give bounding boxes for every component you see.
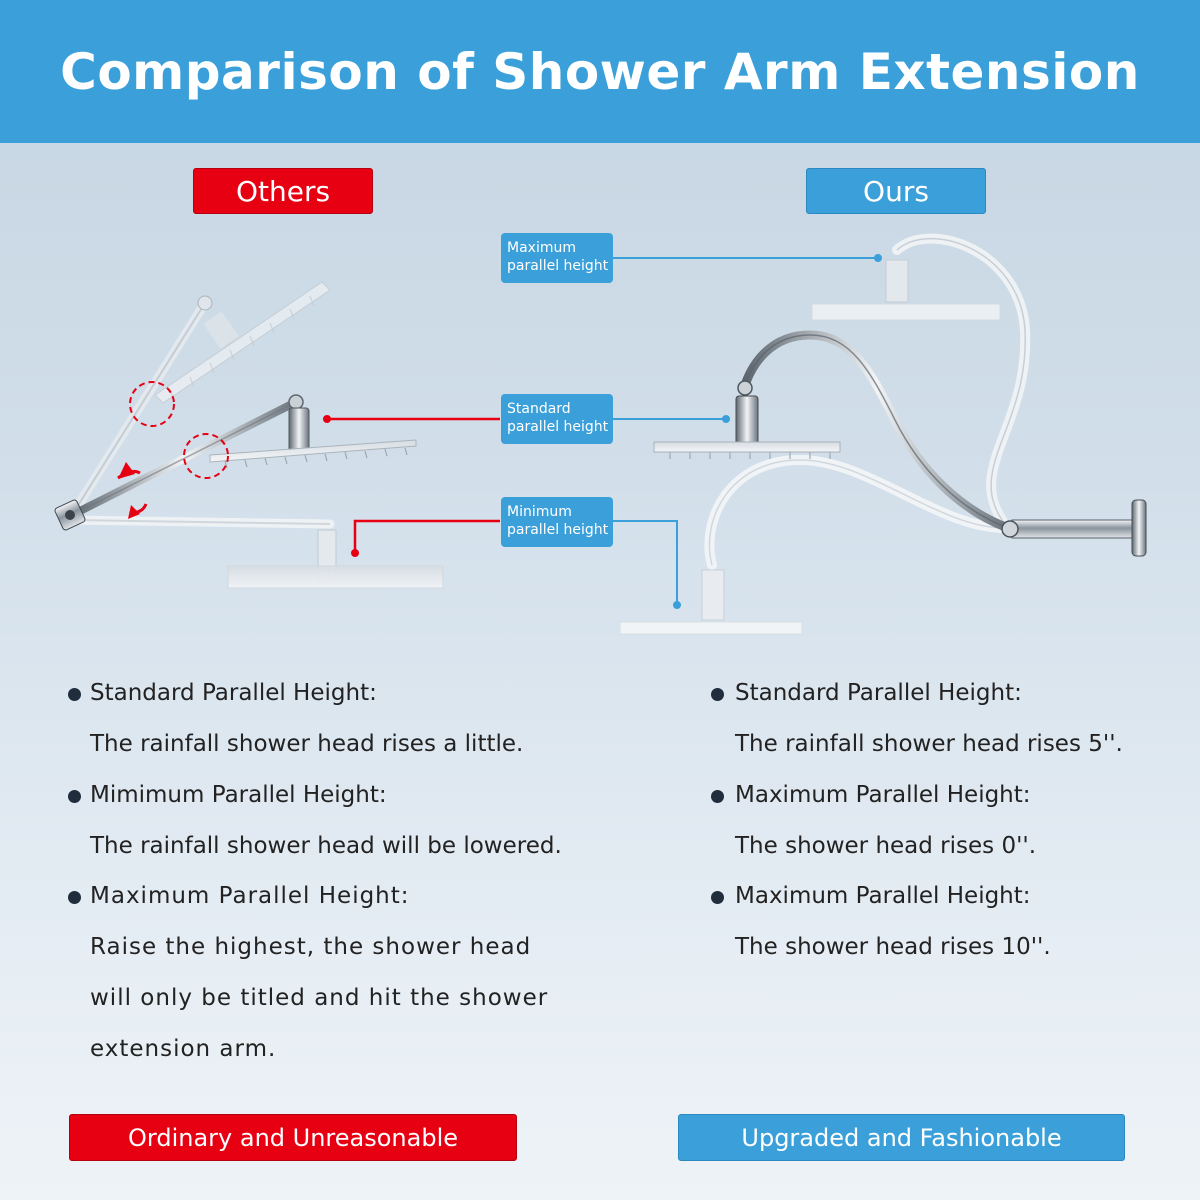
- ours-label: Ours: [806, 168, 986, 214]
- bullet-heading: Standard Parallel Height:: [90, 680, 377, 706]
- ordinary-badge: Ordinary and Unreasonable: [69, 1114, 517, 1161]
- bullet-dot: [68, 790, 81, 803]
- bullet-dot: [711, 688, 724, 701]
- bullet-text: The rainfall shower head rises 5''.: [735, 731, 1123, 757]
- shower-arm-diagram: [54, 233, 1147, 635]
- upgraded-badge: Upgraded and Fashionable: [678, 1114, 1125, 1161]
- bullet-dot: [711, 891, 724, 904]
- bullet-text: The rainfall shower head rises a little.: [90, 731, 524, 757]
- others-illustration: [54, 281, 500, 589]
- bullet-heading: Maximum Parallel Height:: [735, 883, 1031, 909]
- bullet-dot: [68, 891, 81, 904]
- bullet-heading: Mimimum Parallel Height:: [90, 782, 387, 808]
- bullet-text: The shower head rises 0''.: [735, 833, 1037, 859]
- bullet-text: extension arm.: [90, 1036, 277, 1062]
- bullet-text: The shower head rises 10''.: [735, 934, 1051, 960]
- bullet-heading: Maximum Parallel Height:: [90, 883, 410, 909]
- ours-illustration: [612, 233, 1147, 635]
- bullet-dot: [711, 790, 724, 803]
- bullet-text: The rainfall shower head will be lowered…: [90, 833, 562, 859]
- bullet-heading: Standard Parallel Height:: [735, 680, 1022, 706]
- bullet-dot: [68, 688, 81, 701]
- title-banner: Comparison of Shower Arm Extension: [0, 0, 1200, 143]
- others-label: Others: [193, 168, 373, 214]
- bullet-text: Raise the highest, the shower head: [90, 934, 532, 960]
- bullet-text: will only be titled and hit the shower: [90, 985, 549, 1011]
- page-title: Comparison of Shower Arm Extension: [60, 42, 1140, 101]
- bullet-heading: Maximum Parallel Height:: [735, 782, 1031, 808]
